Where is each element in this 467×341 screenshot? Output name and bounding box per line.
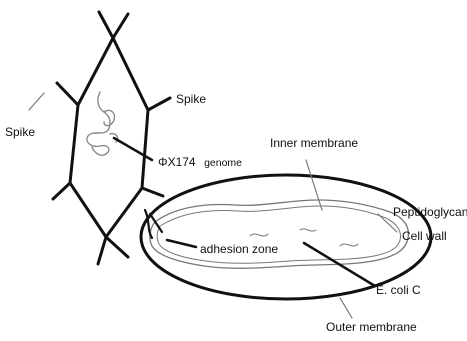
inner-membrane-label: Inner membrane	[270, 136, 358, 150]
spike-stub-top	[99, 12, 113, 38]
adhesion-zone-leader	[167, 240, 196, 247]
outer-membrane-label: Outer membrane	[326, 320, 417, 334]
phage-capsid	[70, 38, 148, 237]
ecoli-cell	[141, 175, 431, 299]
adhesion-zone-label: adhesion zone	[200, 242, 278, 256]
capsid-outline	[70, 38, 148, 237]
spike-stub-upper-right	[148, 98, 170, 110]
cell-wall-label: Cell wall	[402, 229, 447, 243]
spike-stub-bottom-right	[106, 237, 128, 257]
genome-label: ΦX174 genome	[158, 153, 242, 170]
spike-top-label: Spike	[176, 92, 206, 106]
inner-membrane-leader	[306, 160, 322, 210]
genome-scribble	[87, 92, 118, 155]
genome-name: ΦX174	[158, 155, 196, 169]
spike-stub-bottom-left	[98, 237, 106, 264]
peptidoglycan-trace	[157, 206, 400, 263]
outer-membrane-leader	[340, 298, 352, 318]
ecoli-label: E. coli C	[376, 283, 421, 297]
spike-left-leader	[29, 93, 44, 110]
peptidoglycan-label: Peptidoglycan	[393, 205, 467, 219]
genome-suffix: genome	[204, 157, 242, 169]
spike-stub-upper-left	[57, 83, 78, 105]
spike-stub-lower-left	[53, 183, 70, 199]
spike-left-label: Spike	[5, 125, 35, 139]
spike-stub-top-right	[113, 14, 128, 38]
outer-membrane-ellipse	[141, 175, 431, 299]
spike-stub-right-lower	[142, 188, 163, 196]
